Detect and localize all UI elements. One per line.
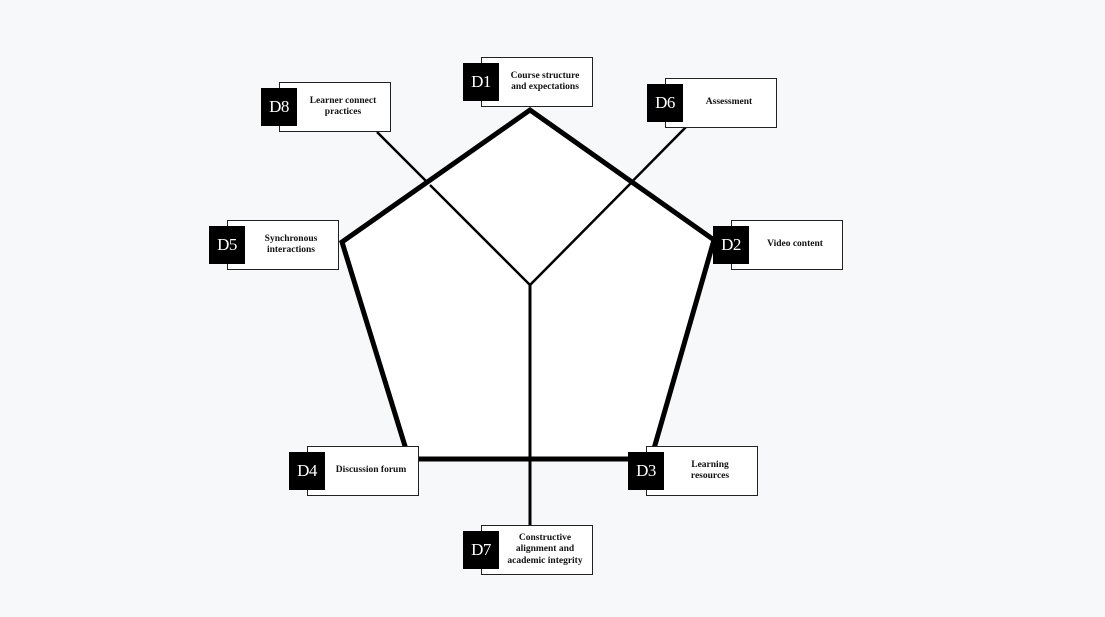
node-d6-label: Assessment [705,97,753,108]
node-d3-card: Learning resources [646,446,758,496]
node-d2-tag: D2 [713,226,749,264]
node-d8-label: Learner connect practices [309,95,377,118]
node-d5-tag: D5 [209,226,245,264]
node-d3-tag: D3 [628,452,664,490]
spoke-d8-line-overlay [429,184,531,286]
node-d7-label: Constructive alignment and academic inte… [507,532,583,566]
node-d8-tag: D8 [261,88,297,126]
node-d2-label: Video content [767,239,823,250]
node-d4-label: Discussion forum [335,465,407,476]
node-d1-card: Course structure and expectations [481,57,593,107]
node-d1-tag: D1 [463,63,499,101]
node-d6-card: Assessment [665,78,777,128]
node-d5-label: Synchronous interactions [264,233,318,256]
node-d8-card: Learner connect practices [279,82,391,132]
spoke-d6-line-overlay [529,181,633,286]
node-d1-label: Course structure and expectations [510,70,580,93]
node-d4-card: Discussion forum [307,446,419,496]
node-d6-tag: D6 [647,84,683,122]
node-d5-card: Synchronous interactions [227,220,339,270]
node-d7-tag: D7 [463,531,499,569]
node-d4-tag: D4 [289,452,325,490]
node-d3-label: Learning resources [690,459,730,482]
node-d2-card: Video content [731,220,843,270]
